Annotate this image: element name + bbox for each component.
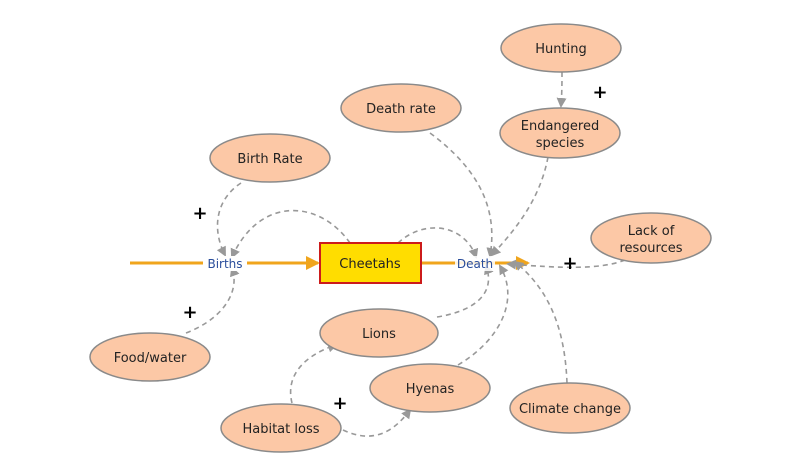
node-climate-label: Climate change	[519, 402, 621, 417]
node-food-water[interactable]: Food/water	[89, 332, 211, 382]
node-hyenas-label: Hyenas	[406, 382, 455, 397]
link-cheetahs-death	[397, 227, 479, 259]
node-hunting[interactable]: Hunting	[500, 23, 622, 73]
link-climate-death	[513, 260, 568, 384]
link-hunting-endangered	[556, 71, 567, 108]
link-endangered-death	[490, 156, 549, 257]
link-deathrate-death	[429, 132, 497, 258]
link-foodwater-births	[185, 266, 240, 334]
node-birth-rate[interactable]: Birth Rate	[209, 133, 331, 183]
node-endangered-label-line1: Endangered	[521, 119, 599, 134]
polarity-habitat: +	[332, 393, 347, 414]
link-cheetahs-births	[230, 209, 351, 259]
link-lions-death	[436, 264, 494, 318]
cheetahs-stock[interactable]: Cheetahs	[319, 242, 422, 284]
node-endangered-species[interactable]: Endangered species	[499, 107, 621, 159]
node-endangered-label-line2: species	[536, 136, 585, 151]
births-flow-label: Births	[207, 257, 242, 271]
node-hyenas[interactable]: Hyenas	[369, 363, 491, 413]
node-lions-label: Lions	[362, 327, 396, 342]
link-hyenas-death	[457, 264, 509, 366]
node-food-water-label: Food/water	[114, 351, 187, 366]
death-flow-label: Death	[457, 257, 493, 271]
node-lack-of-resources[interactable]: Lack of resources	[590, 212, 712, 264]
node-lions[interactable]: Lions	[319, 308, 439, 358]
node-lack-resources-label-line2: resources	[619, 241, 682, 256]
node-death-rate[interactable]: Death rate	[340, 83, 462, 133]
node-climate-change[interactable]: Climate change	[509, 382, 631, 434]
link-birthrate-births	[216, 182, 242, 257]
node-hunting-label: Hunting	[535, 42, 586, 57]
node-birth-rate-label: Birth Rate	[237, 152, 302, 167]
polarity-hunting: +	[592, 82, 607, 103]
node-habitat-loss[interactable]: Habitat loss	[220, 403, 342, 453]
node-death-rate-label: Death rate	[366, 102, 436, 117]
link-habitat-hyenas	[342, 408, 412, 437]
link-habitat-lions	[289, 342, 338, 404]
polarity-lackresources: +	[562, 253, 577, 274]
polarity-birthrate: +	[192, 203, 207, 224]
node-habitat-label: Habitat loss	[242, 422, 319, 437]
node-lack-resources-label-line1: Lack of	[628, 224, 675, 239]
cheetahs-stock-label: Cheetahs	[339, 257, 401, 272]
polarity-foodwater: +	[182, 302, 197, 323]
